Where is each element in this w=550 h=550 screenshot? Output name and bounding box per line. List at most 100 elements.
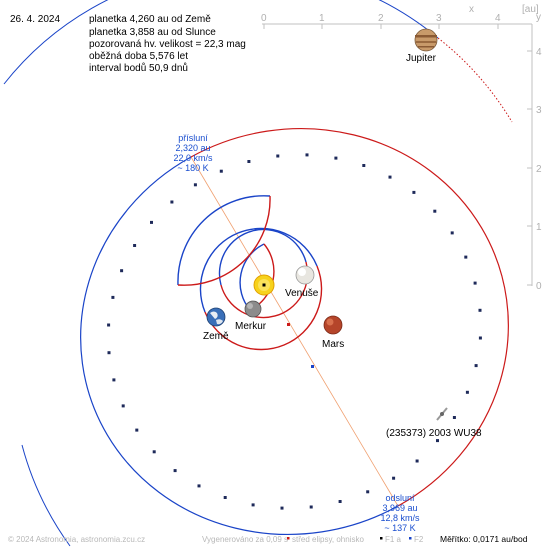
orbit-point: [334, 156, 338, 160]
orbit-point: [219, 169, 223, 173]
jupiter-label: Jupiter: [406, 53, 437, 64]
orbit-point: [247, 160, 251, 163]
venus: [295, 265, 315, 285]
aphelion-info: odsluní 3,969 au 12,8 km/s ~ 137 K: [380, 493, 420, 533]
jupiter: [414, 28, 438, 52]
axis-unit: [au]: [522, 4, 539, 15]
orbit-point: [338, 500, 342, 503]
legend-f2-swatch: [409, 537, 412, 540]
info-line-interval: interval bodů 50,9 dnů: [89, 62, 188, 74]
orbit-point: [388, 175, 392, 179]
footer-generated: Vygenerováno za 0,09 s: [202, 535, 288, 544]
orbit-point: [170, 200, 174, 204]
axis-frame: 0 1 2 3 4 x [au] 4 3 2 1 0 y: [261, 4, 542, 292]
footer-copyright: © 2024 Astronomia, astronomia.zcu.cz: [8, 535, 145, 544]
jupiter-orbit: [3, 0, 513, 547]
orbit-point: [309, 505, 313, 509]
orbit-point: [111, 295, 115, 299]
focus-f2-marker: [311, 365, 314, 368]
orbit-point: [193, 183, 197, 187]
orbit-point: [473, 281, 477, 285]
footer: © 2024 Astronomia, astronomia.zcu.cz Vyg…: [8, 534, 528, 544]
aphelion-distance: 3,969 au: [382, 503, 417, 513]
apsis-line: [190, 156, 399, 507]
orbit-point: [107, 351, 111, 355]
y-axis-ticks: [527, 50, 532, 286]
x-tick-2: 2: [378, 13, 384, 24]
perihelion-temp: ~ 180 K: [177, 163, 208, 173]
orbit-point: [415, 459, 419, 463]
mercury-label: Merkur: [235, 321, 267, 332]
asteroid-label: (235373) 2003 WU38: [386, 428, 482, 439]
orbit-point: [305, 153, 309, 157]
mercury: [244, 300, 262, 318]
orbit-point: [150, 220, 153, 224]
orbit-point: [112, 378, 116, 382]
perihelion-distance: 2,320 au: [175, 143, 210, 153]
orbit-point: [465, 390, 469, 394]
orbit-point: [478, 336, 482, 340]
orbit-point: [197, 484, 201, 488]
orbit-point: [107, 323, 111, 327]
earth-orbit-red: [204, 265, 323, 351]
info-block: planetka 4,260 au od Země planetka 3,858…: [89, 14, 246, 74]
x-tick-3: 3: [436, 13, 442, 24]
x-tick-0: 0: [261, 13, 267, 24]
orbit-point: [450, 231, 454, 235]
aphelion-title: odsluní: [385, 493, 415, 503]
aphelion-speed: 12,8 km/s: [380, 513, 420, 523]
ellipse-center-marker: [287, 323, 290, 326]
orbit-point: [436, 439, 439, 443]
orbit-point: [276, 154, 280, 158]
perihelion-info: přísluní 2,320 au 22,0 km/s ~ 180 K: [173, 133, 213, 173]
earth-orbit-blue: [199, 227, 318, 313]
orbit-point: [464, 255, 468, 259]
orbit-point: [120, 269, 124, 273]
mercury-orbit-blue: [239, 243, 265, 311]
orbit-point: [392, 476, 396, 480]
date-label: 26. 4. 2024: [10, 14, 60, 25]
sun: [253, 274, 275, 296]
asteroid-orbit-points: [107, 153, 482, 510]
mars-orbit-red: [177, 195, 271, 286]
info-line-period: oběžná doba 5,576 let: [89, 51, 188, 62]
perihelion-speed: 22,0 km/s: [173, 153, 213, 163]
legend-f1-swatch: [380, 537, 383, 540]
footer-legend-foci-a: F1 a: [385, 535, 402, 544]
y-tick-1: 1: [536, 222, 542, 233]
orbit-point: [452, 416, 456, 419]
footer-scale: Měřítko: 0,0171 au/bod: [440, 534, 528, 544]
legend-center-swatch: [287, 537, 290, 540]
x-tick-1: 1: [319, 13, 325, 24]
orbit-point: [412, 190, 416, 194]
mars: [323, 315, 343, 335]
info-line-magnitude: pozorovaná hv. velikost = 22,3 mag: [89, 39, 246, 50]
mars-label: Mars: [322, 339, 344, 350]
x-axis-ticks: [263, 24, 499, 29]
orbit-point: [280, 506, 284, 510]
info-line-earth-distance: planetka 4,260 au od Země: [89, 14, 211, 25]
orbit-point: [173, 469, 177, 473]
footer-legend-center: střed elipsy, ohnisko: [292, 535, 364, 544]
venus-orbit-blue: [218, 228, 307, 286]
orbit-point: [121, 404, 125, 408]
orbit-point: [152, 450, 156, 454]
y-tick-4: 4: [536, 47, 542, 58]
orbit-point: [478, 308, 482, 312]
y-tick-2: 2: [536, 164, 542, 175]
x-tick-4: 4: [495, 13, 501, 24]
orbit-point: [362, 164, 366, 167]
y-tick-0: 0: [536, 281, 542, 292]
aphelion-temp: ~ 137 K: [384, 523, 415, 533]
orbit-point: [366, 490, 370, 494]
y-tick-3: 3: [536, 105, 542, 116]
orbit-point: [474, 364, 478, 368]
perihelion-title: přísluní: [178, 133, 208, 143]
earth-label: Země: [203, 331, 229, 342]
earth: [206, 307, 226, 327]
x-axis-label: x: [469, 4, 474, 15]
footer-legend-foci-b: F2: [414, 535, 424, 544]
orbit-point: [135, 428, 139, 432]
mars-orbit-blue: [177, 195, 271, 286]
orbit-point: [133, 244, 137, 247]
